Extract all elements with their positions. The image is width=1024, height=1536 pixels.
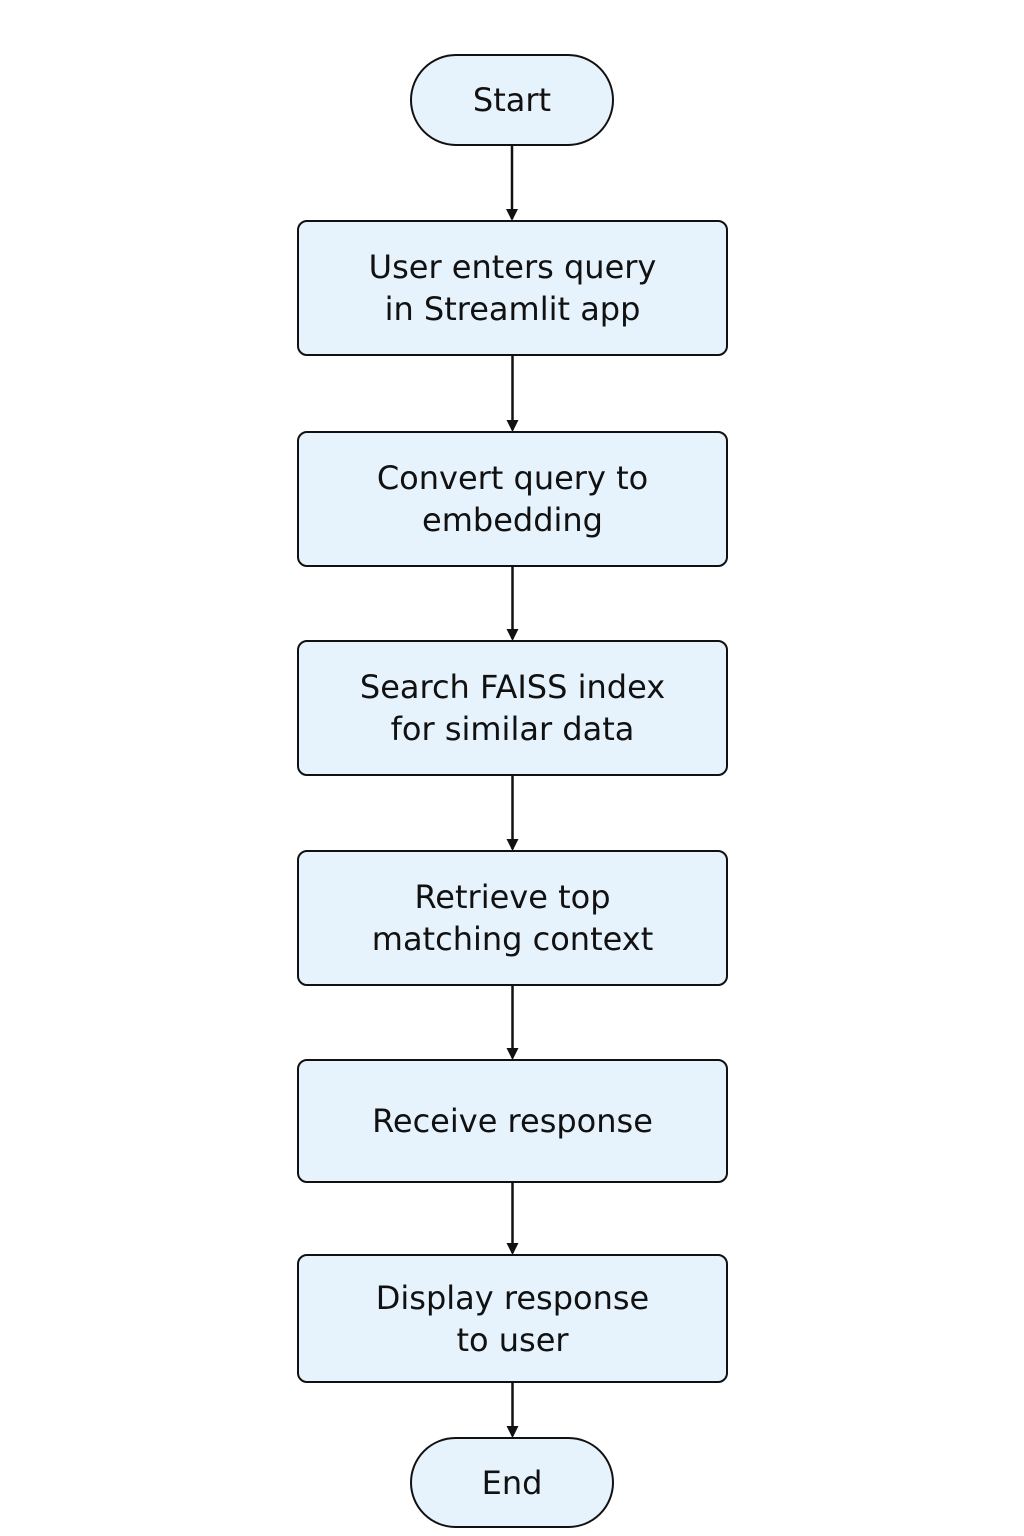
end-node: End [410, 1437, 614, 1528]
display-response-step: Display response to user [297, 1254, 728, 1383]
enter-query-step: User enters query in Streamlit app [297, 220, 728, 356]
search-faiss-step: Search FAISS index for similar data [297, 640, 728, 776]
receive-response-step: Receive response [297, 1059, 728, 1183]
start-node: Start [410, 54, 614, 146]
convert-embedding-step: Convert query to embedding [297, 431, 728, 567]
retrieve-context-step: Retrieve top matching context [297, 850, 728, 986]
